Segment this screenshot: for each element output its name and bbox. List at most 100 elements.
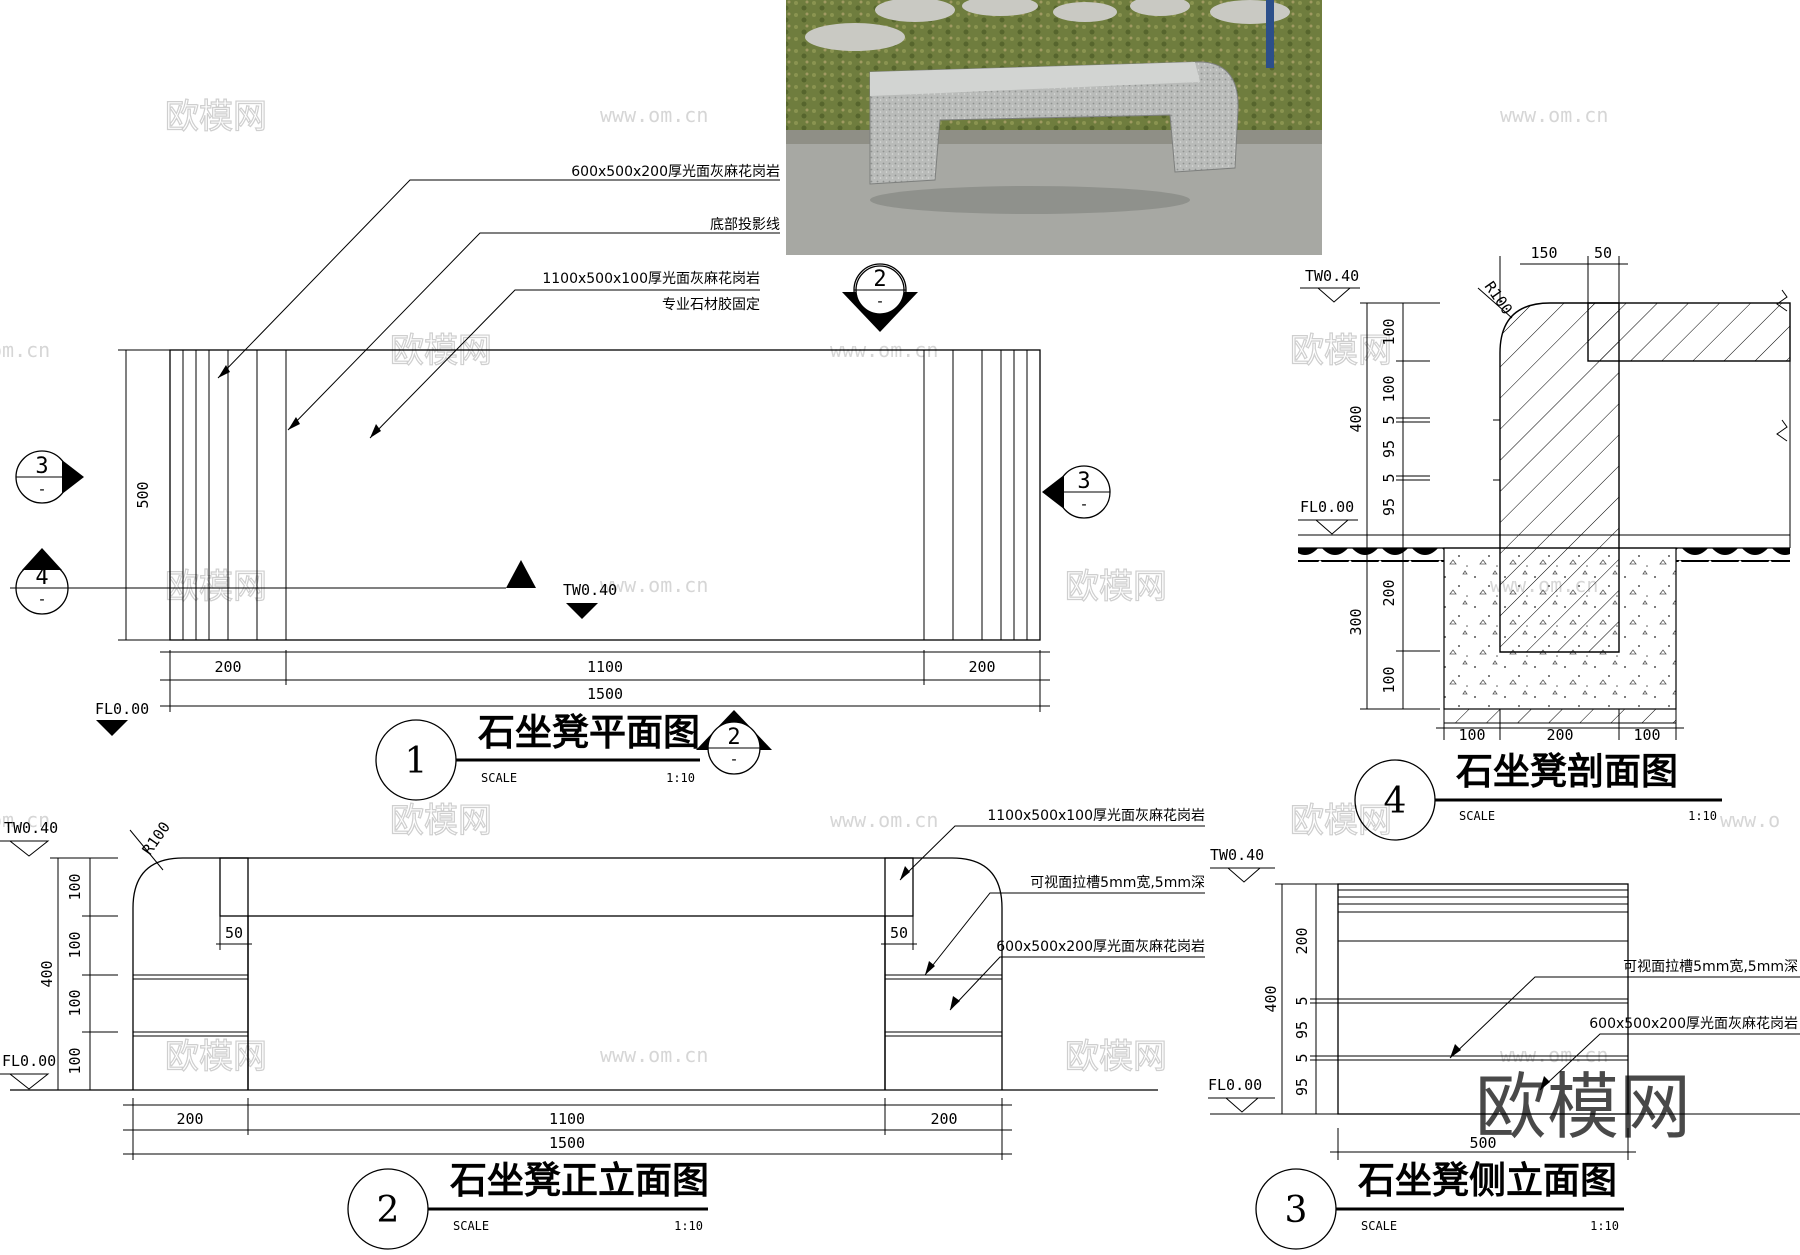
section-seat-slab: [1587, 302, 1791, 362]
section-level-fl: FL0.00: [1300, 498, 1354, 516]
section-bottom-200: 200: [1546, 726, 1573, 744]
svg-text:2: 2: [873, 267, 886, 292]
svg-text:-: -: [37, 480, 46, 498]
elev-scale-label: SCALE: [453, 1219, 489, 1233]
section-dim-150: 150: [1530, 244, 1557, 262]
side-height-4: 5: [1293, 1053, 1311, 1062]
side-title: 石坐凳侧立面图: [1357, 1159, 1617, 1202]
elev-height-1: 100: [66, 873, 84, 900]
side-height-3: 95: [1293, 1021, 1311, 1039]
elev-radius: R100: [139, 818, 174, 858]
plan-outline: [169, 349, 1041, 641]
section-stone-support: [1499, 302, 1620, 653]
front-elevation: R100 50 50 1100x500x100厚光面灰麻花岗岩 可视面拉槽5mm…: [0, 808, 1205, 1250]
section-marker-3-left: 3 -: [15, 450, 84, 504]
side-elevation: 可视面拉槽5mm宽,5mm深 600x500x200厚光面灰麻花岗岩 200 5…: [1208, 846, 1800, 1250]
svg-text:2: 2: [727, 725, 740, 750]
watermark-logo: 欧模网: [165, 1037, 267, 1077]
elev-height-2: 100: [66, 931, 84, 958]
plan-view: 600x500x200厚光面灰麻花岗岩 底部投影线 1100x500x100厚光…: [10, 164, 1111, 801]
watermark-url: om.cn: [0, 338, 50, 362]
section-bottom-100a: 100: [1458, 726, 1485, 744]
section-scale-label: SCALE: [1459, 809, 1495, 823]
plan-dim-1100: 1100: [587, 658, 623, 676]
section-height-5: 5: [1380, 473, 1398, 482]
elev-note-seat: 1100x500x100厚光面灰麻花岗岩: [987, 808, 1205, 824]
plan-dim-500: 500: [134, 481, 152, 508]
section-marker-3-right: 3 -: [1042, 465, 1111, 519]
watermark-url: www.om.cn: [600, 1043, 708, 1067]
section-height-6: 95: [1380, 498, 1398, 516]
plan-dim-200a: 200: [214, 658, 241, 676]
plan-dim-200b: 200: [968, 658, 995, 676]
plan-note-projection: 底部投影线: [710, 217, 780, 233]
side-dim-500: 500: [1469, 1134, 1496, 1152]
svg-text:-: -: [729, 750, 738, 768]
side-number: 3: [1285, 1190, 1308, 1231]
svg-text:3: 3: [1077, 469, 1090, 494]
section-height-4: 95: [1380, 440, 1398, 458]
watermark-url: om.cn: [0, 808, 50, 832]
section-dim-400: 400: [1347, 405, 1365, 432]
section-scale-value: 1:10: [1688, 809, 1717, 823]
section-below-100: 100: [1380, 666, 1398, 693]
plan-level-tw: TW0.40: [563, 581, 617, 599]
elev-dim-200a: 200: [176, 1110, 203, 1128]
section-height-1: 100: [1380, 318, 1398, 345]
elev-note-slab: 600x500x200厚光面灰麻花岗岩: [996, 939, 1205, 955]
watermark-logo: 欧模网: [165, 567, 267, 607]
watermark-logo: 欧模网: [1065, 1037, 1167, 1077]
watermark-logo: 欧模网: [390, 801, 492, 841]
elev-dim-1100: 1100: [549, 1110, 585, 1128]
elev-dim-50-left: 50: [225, 924, 243, 942]
section-title-block: 4 石坐凳剖面图 SCALE 1:10: [1354, 750, 1722, 841]
plan-scale-label: SCALE: [481, 771, 517, 785]
elev-dim-1500: 1500: [549, 1134, 585, 1152]
watermark-logo: 欧模网: [390, 331, 492, 371]
side-level-fl: FL0.00: [1208, 1076, 1262, 1094]
side-scale-label: SCALE: [1361, 1219, 1397, 1233]
side-note-groove: 可视面拉槽5mm宽,5mm深: [1623, 958, 1798, 975]
watermark-url: www.om.cn: [1500, 1043, 1608, 1067]
elev-dim-200b: 200: [930, 1110, 957, 1128]
section-number: 4: [1384, 781, 1407, 822]
elev-note-groove: 可视面拉槽5mm宽,5mm深: [1030, 874, 1205, 891]
section-radius: R100: [1481, 278, 1516, 318]
svg-text:-: -: [37, 590, 46, 608]
elev-number: 2: [377, 1190, 400, 1231]
watermark-url: www.om.cn: [600, 573, 708, 597]
side-height-2: 5: [1293, 996, 1311, 1005]
watermark-logo: 欧模网: [165, 97, 267, 137]
side-height-1: 200: [1293, 927, 1311, 954]
section-height-3: 5: [1380, 415, 1398, 424]
section-level-tw: TW0.40: [1305, 267, 1359, 285]
plan-scale-value: 1:10: [666, 771, 695, 785]
section-height-2: 100: [1380, 375, 1398, 402]
svg-text:-: -: [875, 292, 884, 310]
plan-number: 1: [405, 741, 428, 782]
watermark-logo: 欧模网: [1290, 331, 1392, 371]
section-below-200: 200: [1380, 579, 1398, 606]
plan-title: 石坐凳平面图: [477, 711, 700, 754]
section-bottom-100b: 100: [1633, 726, 1660, 744]
svg-text:-: -: [1079, 495, 1088, 513]
watermark-logo: 欧模网: [1065, 567, 1167, 607]
elev-title: 石坐凳正立面图: [449, 1159, 709, 1202]
elev-height-4: 100: [66, 1047, 84, 1074]
section-marker-4: 4 -: [15, 548, 69, 615]
watermark-url: www.o: [1720, 808, 1780, 832]
elev-dim-50-right: 50: [890, 924, 908, 942]
elev-level-tw: TW0.40: [4, 819, 58, 837]
section-marker-2-top: 2 -: [842, 263, 918, 332]
elevation-title-block: 2 石坐凳正立面图 SCALE 1:10: [347, 1159, 709, 1250]
svg-text:3: 3: [35, 454, 48, 479]
elev-level-fl: FL0.00: [2, 1052, 56, 1070]
watermark-url: www.om.cn: [1500, 103, 1608, 127]
plan-dim-1500: 1500: [587, 685, 623, 703]
elev-scale-value: 1:10: [674, 1219, 703, 1233]
plan-note-seat: 1100x500x100厚光面灰麻花岗岩: [542, 271, 760, 287]
plan-note-slab: 600x500x200厚光面灰麻花岗岩: [571, 164, 780, 180]
watermark-url: www.om.cn: [600, 103, 708, 127]
